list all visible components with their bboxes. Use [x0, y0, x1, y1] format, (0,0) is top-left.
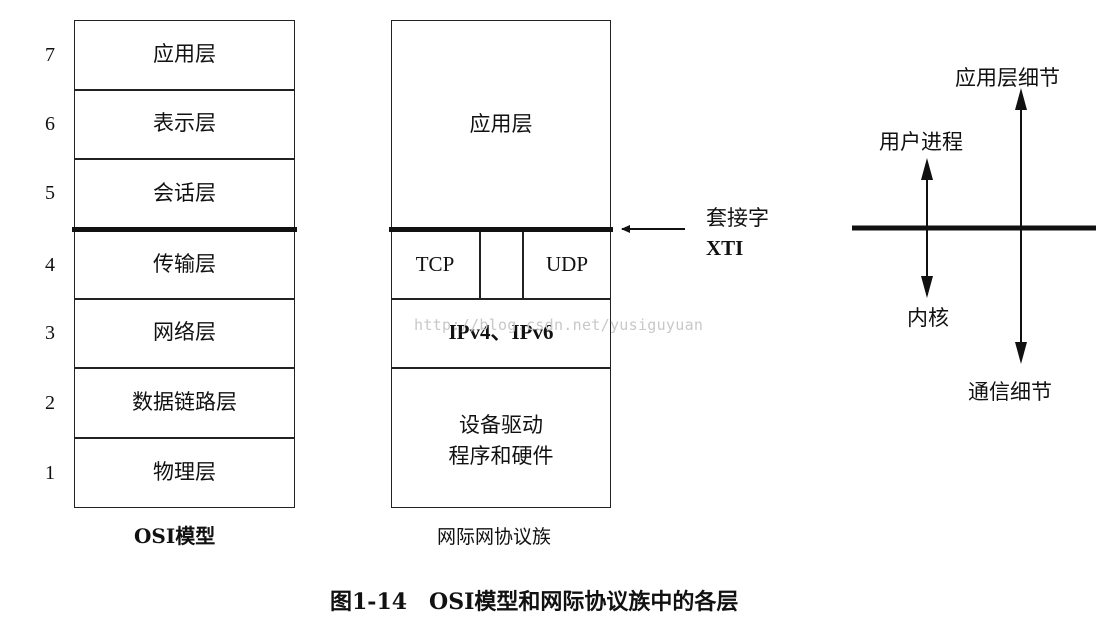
internet-divider [479, 230, 481, 298]
osi-layer-7: 应用层 [153, 42, 216, 67]
osi-layer-2: 数据链路层 [132, 389, 237, 414]
osi-number-7: 7 [45, 44, 55, 66]
osi-number-3: 3 [45, 322, 55, 344]
osi-number-6: 6 [45, 113, 55, 135]
osi-layer-3: 网络层 [153, 320, 216, 345]
xti-label: XTI [706, 236, 744, 260]
osi-number-1: 1 [45, 462, 55, 484]
app-detail-arrow-icon [1015, 88, 1027, 110]
osi-number-4: 4 [45, 254, 55, 276]
driver-line-1: 设备驱动 [459, 413, 543, 438]
kernel-arrow-icon [921, 276, 933, 298]
osi-layer-5: 会话层 [153, 180, 216, 205]
socket-boundary-osi [72, 227, 297, 232]
osi-layer-1: 物理层 [153, 460, 216, 485]
osi-divider [74, 437, 295, 439]
internet-divider [391, 298, 611, 300]
internet-divider [522, 230, 524, 298]
ip-box: IPv4、IPv6 [448, 320, 554, 345]
kernel-label: 内核 [907, 306, 949, 330]
osi-divider [74, 298, 295, 300]
osi-layer-6: 表示层 [153, 111, 216, 136]
app-detail-label: 应用层细节 [955, 66, 1060, 90]
socket-boundary-internet [389, 227, 613, 232]
driver-box: 设备驱动 程序和硬件 [391, 367, 611, 508]
figure-caption: 图1-14 OSI模型和网际协议族中的各层 [330, 589, 739, 615]
user-process-label: 用户进程 [879, 130, 963, 154]
osi-frame [74, 20, 295, 508]
comm-detail-label: 通信细节 [968, 380, 1052, 404]
driver-line-2: 程序和硬件 [448, 443, 554, 468]
internet-divider [391, 367, 611, 369]
socket-label: 套接字 [706, 206, 769, 230]
osi-number-2: 2 [45, 392, 55, 414]
osi-caption: OSI模型 [134, 524, 216, 548]
watermark: http://blog.csdn.net/yusiguyuan [414, 316, 704, 334]
internet-application-layer: 应用层 [469, 111, 533, 136]
osi-number-5: 5 [45, 182, 55, 204]
internet-caption: 网际网协议族 [437, 526, 552, 548]
osi-divider [74, 158, 295, 160]
osi-layer-4: 传输层 [153, 251, 216, 276]
udp-box: UDP [545, 251, 588, 276]
tcp-box: TCP [415, 251, 455, 276]
osi-divider [74, 367, 295, 369]
comm-detail-arrow-icon [1015, 342, 1027, 364]
internet-frame [391, 20, 611, 508]
osi-divider [74, 89, 295, 91]
user-process-arrow-icon [921, 158, 933, 180]
